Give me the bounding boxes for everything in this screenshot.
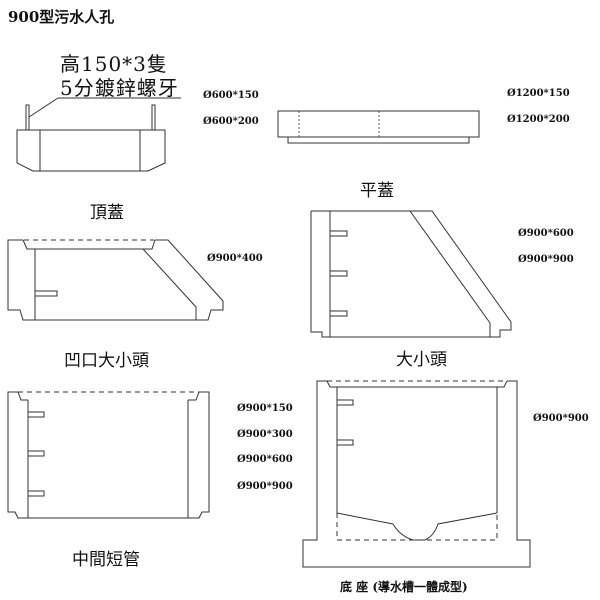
concave-reducer-drawing [7, 239, 224, 321]
spec-label: Ø600*200 [203, 116, 259, 127]
spec-label: Ø900*400 [207, 253, 263, 264]
spec-label: Ø1200*200 [507, 114, 570, 125]
part-caption-top-lid: 頂蓋 [90, 203, 124, 223]
part-caption-reducer: 大小頭 [396, 350, 447, 370]
spec-label: Ø900*300 [237, 429, 293, 440]
spec-label: Ø900*600 [237, 454, 293, 465]
middle-pipe-drawing [7, 391, 210, 519]
top-lid-drawing [16, 97, 181, 172]
spec-label: Ø900*900 [237, 481, 293, 492]
spec-label: Ø900*150 [237, 403, 293, 414]
lid-body [16, 129, 166, 172]
bolt-note-line1: 高150*3隻 [60, 52, 168, 76]
spec-label: Ø900*600 [518, 228, 574, 239]
reducer-drawing [310, 210, 512, 338]
spec-label: Ø900*900 [533, 413, 589, 424]
part-caption-concave-reducer: 凹口大小頭 [64, 351, 149, 371]
base-drawing [302, 380, 531, 568]
spec-label: Ø900*900 [518, 254, 574, 265]
flat-cover-drawing [277, 110, 480, 144]
part-caption-middle-pipe: 中間短管 [72, 550, 140, 570]
part-caption-flat-cover: 平蓋 [360, 181, 394, 201]
spec-label: Ø600*150 [203, 90, 259, 101]
part-caption-base: 底 座 (導水槽一體成型) [340, 580, 468, 594]
spec-label: Ø1200*150 [507, 88, 570, 99]
threaded-rod-left [25, 104, 30, 131]
bolt-note-line2: 5分鍍鋅螺牙 [60, 76, 179, 100]
threaded-rod-right [151, 104, 156, 131]
leader-line [28, 97, 181, 118]
page-title: 900型污水人孔 [8, 8, 115, 26]
